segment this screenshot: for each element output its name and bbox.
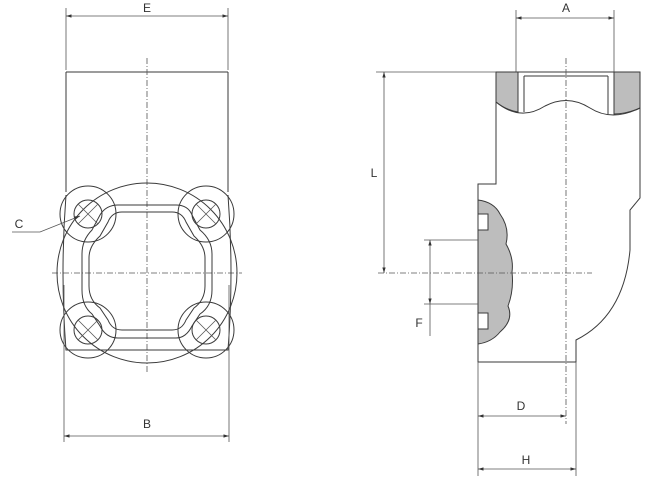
label-l: L	[371, 166, 378, 180]
label-e: E	[143, 1, 151, 15]
label-b: B	[143, 417, 151, 431]
label-h: H	[522, 453, 531, 467]
bolt-hole-top-right	[191, 199, 221, 229]
label-d: D	[517, 399, 526, 413]
bolt-hole-bottom-left	[73, 315, 103, 345]
label-a: A	[562, 1, 570, 15]
bolt-hole-bottom-right	[191, 315, 221, 345]
side-view	[376, 10, 641, 476]
bolt-hole-top-left	[73, 199, 103, 229]
front-view	[12, 8, 242, 442]
label-c: C	[15, 217, 24, 231]
label-f: F	[415, 316, 422, 330]
